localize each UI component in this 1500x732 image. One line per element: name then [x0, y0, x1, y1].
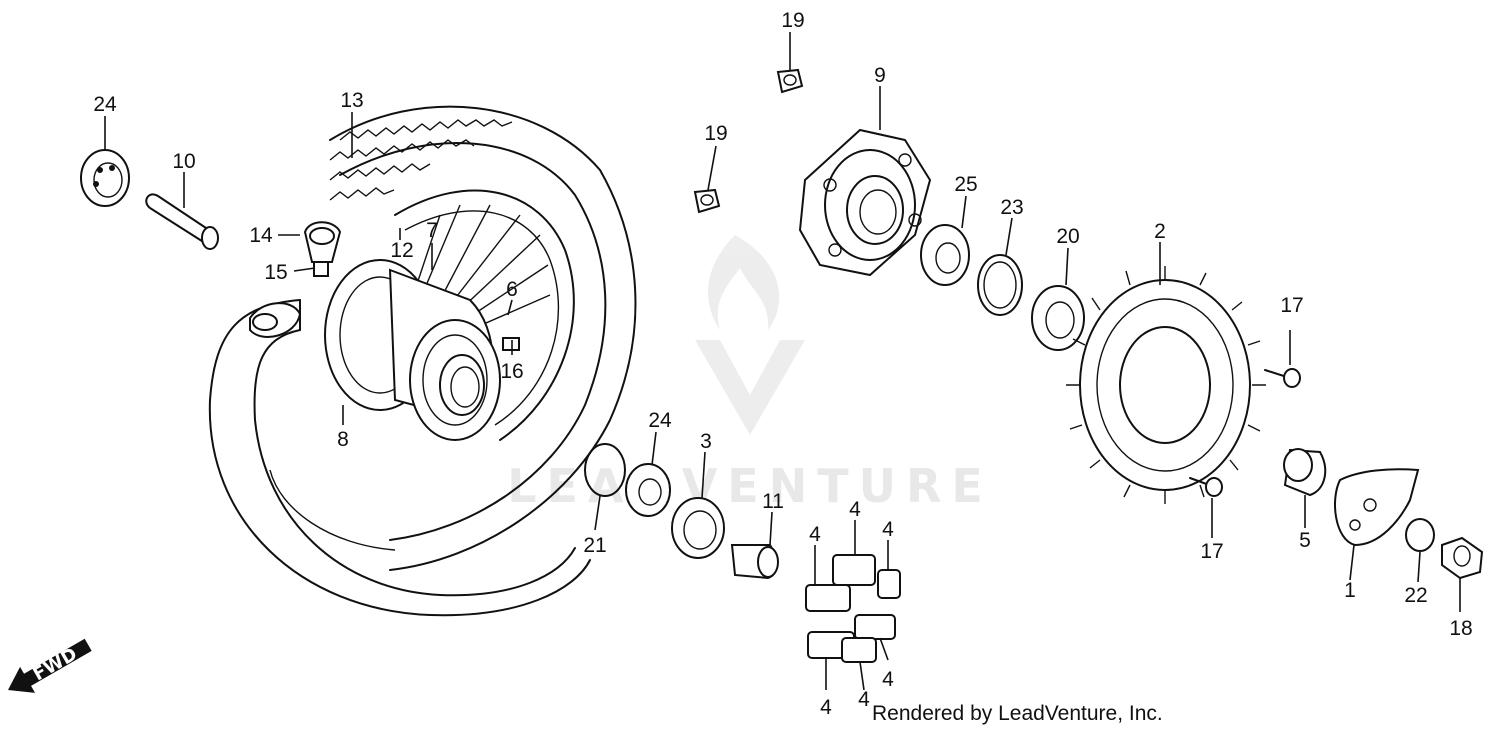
callout-19-a: 19: [781, 9, 804, 32]
part-19-nut-top: [776, 68, 804, 94]
callout-19-b: 19: [704, 122, 727, 145]
callout-23: 23: [1000, 196, 1023, 219]
callout-24-b: 24: [648, 409, 672, 432]
watermark-text: LEADVENTURE: [507, 459, 993, 513]
callout-17-a: 17: [1280, 294, 1303, 317]
callout-4-f: 4: [858, 688, 870, 711]
callout-24-a: 24: [93, 93, 117, 116]
part-22-washer: [1405, 518, 1435, 552]
callout-5: 5: [1299, 529, 1311, 552]
callout-10: 10: [172, 150, 195, 173]
callout-4-e: 4: [820, 696, 832, 719]
watermark-logo: LEADVENTURE: [507, 235, 993, 513]
sprocket-teeth: [1066, 266, 1266, 504]
callout-11: 11: [762, 490, 784, 513]
inner-tube: [208, 299, 591, 617]
callout-1: 1: [1344, 579, 1356, 602]
callout-13: 13: [340, 89, 363, 112]
leader-lines: [104, 32, 1461, 691]
callout-8: 8: [337, 428, 349, 451]
part-18-nut: [1441, 536, 1484, 580]
part-21-oring: [584, 443, 626, 497]
part-24-bearing-left: [80, 149, 130, 207]
callout-6: 6: [506, 278, 518, 301]
valve-stem: [303, 221, 342, 277]
callout-15: 15: [264, 261, 287, 284]
part-3-drum: [671, 497, 725, 559]
part-24-bearing-mid: [625, 463, 671, 517]
callout-16: 16: [500, 360, 523, 383]
part-17-bolt-upper: [1264, 368, 1301, 388]
part-2-sprocket: [1066, 266, 1266, 504]
fwd-direction-arrow: FWD: [8, 638, 92, 693]
callout-labels: 1 2 3 4 4 4 4 4 4 5 6 7 8 9 10 11 12 13 …: [93, 9, 1472, 719]
tire-tread: [329, 119, 513, 201]
callout-4-d: 4: [882, 668, 894, 691]
callout-14: 14: [249, 224, 273, 247]
part-4-dampers: [805, 554, 901, 663]
part-9-sprocket-flange: [798, 128, 932, 277]
callout-21: 21: [583, 534, 606, 557]
callout-22: 22: [1404, 584, 1427, 607]
callout-3: 3: [700, 430, 712, 453]
part-5-collar: [1283, 448, 1327, 497]
wheel-hub: [324, 259, 501, 441]
part-23-circlip: [977, 254, 1023, 316]
part-10-spacer: [145, 193, 219, 250]
part-20-seal: [1031, 285, 1085, 351]
fwd-arrow-icon: [8, 638, 92, 693]
callout-17-b: 17: [1200, 540, 1223, 563]
fwd-label: FWD: [29, 644, 80, 686]
callout-20: 20: [1056, 225, 1079, 248]
callout-25: 25: [954, 173, 977, 196]
part-16-bolt: [502, 337, 520, 351]
part-25-bearing: [920, 224, 970, 286]
part-11-collar: [730, 544, 779, 580]
callout-4-c: 4: [809, 523, 821, 546]
callout-7: 7: [426, 219, 438, 242]
callout-2: 2: [1154, 220, 1166, 243]
callout-9: 9: [874, 64, 886, 87]
callout-12: 12: [390, 239, 413, 262]
part-19-nut-mid: [693, 188, 721, 214]
callout-18: 18: [1449, 617, 1472, 640]
part-1-adjuster: [1334, 468, 1420, 547]
callout-4-b: 4: [882, 518, 894, 541]
tire: [269, 105, 637, 571]
render-credit: Rendered by LeadVenture, Inc.: [872, 702, 1163, 725]
part-17-bolt-lower: [1189, 477, 1223, 497]
callout-4-a: 4: [849, 498, 861, 521]
